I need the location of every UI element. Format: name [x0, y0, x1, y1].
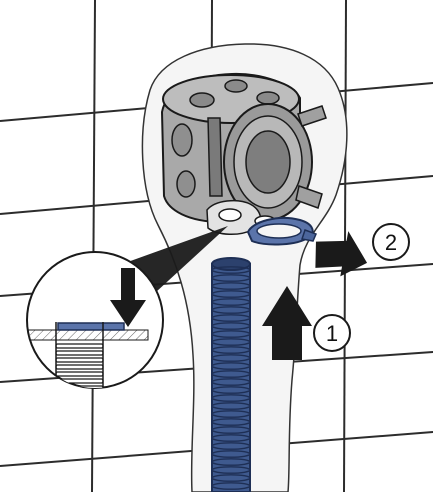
step-2-badge	[372, 223, 410, 261]
detail-rib	[55, 371, 104, 377]
detail-rib	[55, 350, 104, 356]
conduit-rib	[211, 370, 251, 378]
step-1-badge	[313, 314, 351, 352]
conduit-rib	[211, 330, 251, 338]
conduit-rib	[211, 290, 251, 298]
conduit-rib	[211, 418, 251, 426]
conduit-rib	[211, 274, 251, 282]
conduit-rib	[211, 426, 251, 434]
conduit-rib	[211, 314, 251, 322]
detail-rib	[55, 357, 104, 363]
conduit-rib	[211, 298, 251, 306]
detail-rib	[56, 393, 103, 397]
conduit-rib	[211, 410, 251, 418]
conduit-rib	[211, 346, 251, 354]
conduit-rib	[211, 474, 251, 482]
detail-callout	[122, 226, 228, 292]
step-2-label: 2	[385, 230, 397, 255]
conduit-rib	[211, 458, 251, 466]
conduit-rib	[211, 394, 251, 402]
conduit-rib	[211, 402, 251, 410]
conduit-rib	[211, 322, 251, 330]
conduit-rib	[211, 306, 251, 314]
arrow-up-icon	[262, 286, 312, 360]
conduit-rib	[211, 266, 251, 274]
conduit	[211, 257, 251, 492]
detail-view	[26, 251, 164, 397]
conduit-ribs	[211, 266, 251, 490]
conduit-rib	[211, 442, 251, 450]
locking-clip	[246, 216, 318, 246]
conduit-rib	[211, 378, 251, 386]
conduit-rib	[211, 482, 251, 490]
conduit-rib	[211, 282, 251, 290]
detail-rib	[55, 364, 104, 370]
conduit-rib	[211, 354, 251, 362]
conduit-rib	[211, 362, 251, 370]
conduit-rib	[211, 450, 251, 458]
detail-rib	[55, 343, 104, 349]
arrow-left-icon	[315, 231, 368, 277]
electrical-box	[160, 72, 327, 235]
arrow-down-icon	[110, 268, 146, 327]
step-1-label: 1	[326, 321, 338, 346]
conduit-rib	[211, 434, 251, 442]
conduit-rib	[211, 466, 251, 474]
conduit-rib	[211, 338, 251, 346]
conduit-rib	[211, 386, 251, 394]
